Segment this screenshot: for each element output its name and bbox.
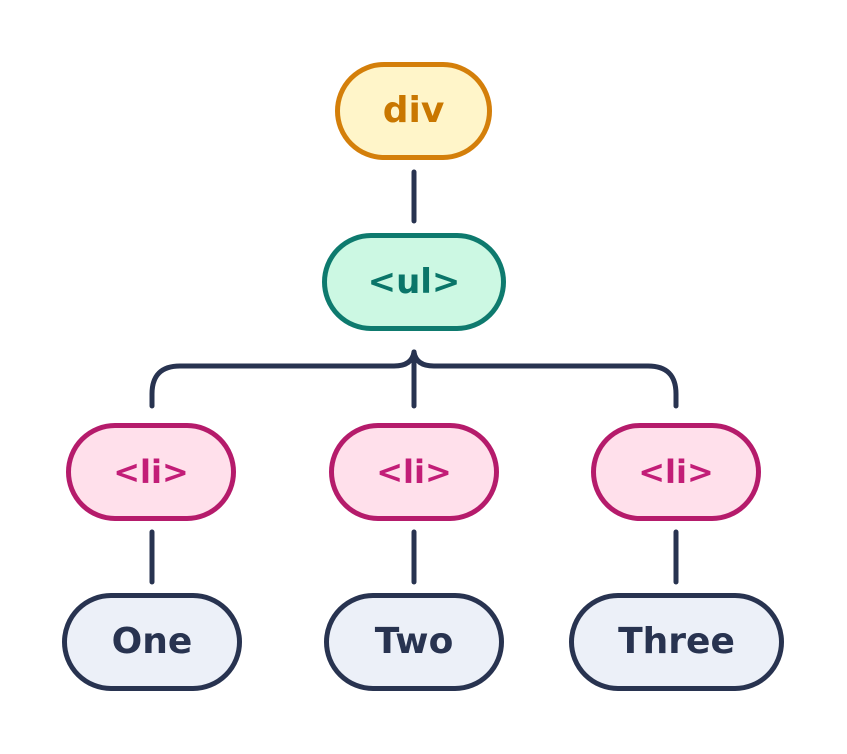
div-node: div bbox=[335, 62, 492, 160]
div-node-label: div bbox=[382, 90, 445, 131]
li-node: <li> bbox=[66, 423, 236, 521]
text-node-one: One bbox=[62, 593, 242, 691]
li-node-label: <li> bbox=[376, 453, 452, 491]
li-node: <li> bbox=[591, 423, 761, 521]
li-node-label: <li> bbox=[638, 453, 714, 491]
text-node-two: Two bbox=[324, 593, 504, 691]
text-node-label: Two bbox=[374, 621, 454, 662]
li-node-label: <li> bbox=[113, 453, 189, 491]
text-node-label: Three bbox=[618, 621, 735, 662]
ul-node: <ul> bbox=[322, 233, 506, 331]
text-node-label: One bbox=[111, 621, 193, 662]
li-node: <li> bbox=[329, 423, 499, 521]
ul-node-label: <ul> bbox=[367, 262, 461, 302]
text-node-three: Three bbox=[569, 593, 784, 691]
